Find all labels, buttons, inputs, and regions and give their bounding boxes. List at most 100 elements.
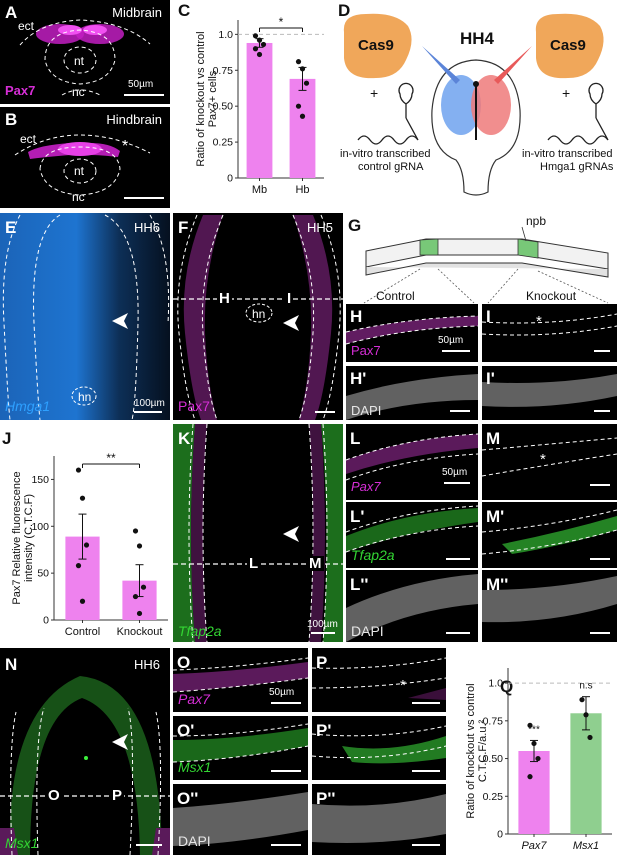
panel-m-star: * (540, 451, 546, 468)
c-x-tick-label: Mb (252, 184, 267, 196)
panel-i-image: I * (482, 304, 617, 362)
q-point-0-3 (527, 774, 533, 780)
panel-p-scale-bar (412, 702, 440, 704)
panel-a-ect: ect (18, 19, 35, 33)
c-point-0-2 (260, 41, 267, 48)
panel-k-image: K L M Tfap2a 100µm (173, 424, 343, 642)
panel-e-letter: E (5, 218, 17, 237)
j-point-0-3 (75, 563, 82, 569)
panel-l-letter: L (350, 429, 361, 448)
panel-o3-image: O'' DAPI (173, 784, 308, 855)
panel-a-drawing (19, 19, 151, 96)
panel-m3-letter: M'' (486, 575, 509, 594)
panel-h2-drawing (346, 374, 478, 420)
panel-b-image: B Hindbrain ect * nt nc (0, 107, 170, 208)
panel-m3-drawing (482, 576, 617, 623)
panel-l2-scale-bar (446, 558, 470, 560)
panel-o-marker: Pax7 (178, 691, 210, 707)
panel-f-stage: HH5 (306, 220, 333, 235)
q-x-tick-label: Msx1 (573, 840, 599, 852)
panel-k-drawing (173, 424, 343, 642)
j-point-0-1 (79, 495, 86, 501)
panel-p2-letter: P' (316, 721, 332, 740)
panel-a-marker: Pax7 (5, 83, 36, 98)
j-point-0-2 (83, 542, 90, 548)
c-y-tick-label: 0.75 (213, 65, 234, 77)
panel-l-scale-bar (444, 482, 470, 484)
panel-n-drawing (0, 676, 170, 855)
c-bar-1 (289, 78, 316, 178)
panel-e-hn: hn (78, 390, 92, 404)
panel-a-letter: A (5, 3, 18, 22)
panel-e-stage: HH6 (133, 220, 160, 235)
panel-o-scale-text: 50µm (269, 687, 295, 698)
panel-e-image: E HH6 hn Hmga1 100µm (0, 213, 170, 420)
panel-k-letter: K (178, 429, 191, 448)
panel-i-letter: I (486, 307, 491, 326)
panel-i-star: * (536, 313, 542, 330)
panel-l3-drawing (346, 574, 478, 642)
c-point-0-3 (252, 46, 259, 52)
panel-b-drawing (14, 134, 151, 196)
c-y-axis-label: Ratio of knockout vs control (195, 31, 207, 166)
j-y-tick-label: 150 (31, 474, 49, 486)
panel-m-letter: M (486, 429, 501, 448)
panel-d-cas9-right: Cas9 (550, 37, 586, 54)
q-y-axis-label: C.T.C.F/a.u.² (477, 719, 489, 782)
panel-k-marker: Tfap2a (178, 623, 222, 639)
panel-h-letter: H (350, 307, 363, 326)
panel-e-scale-text: 100µm (134, 398, 165, 409)
c-y-tick-label: 0 (227, 173, 233, 185)
panel-d: D Cas9 Cas9 + + HH4 in-vitro transcribed… (336, 0, 617, 210)
panel-g: G npb (346, 213, 617, 307)
panel-a-scale-text: 50µm (128, 79, 154, 90)
panel-m2-letter: M' (486, 507, 505, 526)
panel-o3-scale-bar (271, 844, 301, 846)
panel-g-drawing (363, 226, 609, 304)
panel-m-image: M * (482, 424, 617, 500)
panel-n-scale-bar (136, 844, 162, 846)
panel-n-image: N HH6 O P Msx1 (0, 648, 170, 855)
panel-d-cas9-left: Cas9 (358, 37, 394, 54)
panel-m-drawing (482, 437, 617, 477)
panel-i-scale-bar (594, 350, 610, 352)
panel-m2-image: M' (482, 502, 617, 568)
c-point-1-2 (303, 80, 310, 86)
panel-i2-drawing (482, 374, 617, 407)
q-y-tick-label: 0.75 (483, 715, 504, 727)
panel-l-drawing (346, 433, 478, 481)
j-y-tick-label: 50 (37, 568, 49, 580)
panel-o3-letter: O'' (177, 789, 199, 808)
c-point-1-1 (299, 66, 306, 72)
panel-g-letter: G (348, 216, 362, 235)
c-point-0-1 (256, 37, 263, 43)
panel-f-marker: Pax7 (178, 398, 210, 414)
panel-i-drawing (482, 313, 617, 336)
panel-b-letter: B (5, 110, 18, 129)
panel-o2-letter: O' (177, 721, 195, 740)
panel-g-control-header: Control (376, 289, 415, 303)
panel-o2-image: O' Msx1 (173, 716, 308, 780)
q-point-1-0 (579, 697, 585, 703)
q-y-tick-label: 0 (497, 829, 503, 841)
panel-p2-drawing (312, 725, 446, 764)
panel-o3-drawing (173, 792, 308, 846)
c-y-tick-label: 0.25 (213, 137, 234, 149)
q-point-0-1 (531, 740, 537, 747)
panel-h-drawing (346, 315, 478, 345)
c-significance-label: * (279, 15, 284, 29)
panel-d-caption-left-2: control gRNA (358, 161, 424, 173)
j-point-1-2 (140, 584, 147, 590)
panel-h2-image: H' DAPI (346, 366, 478, 420)
panel-p-image: P * (312, 648, 446, 712)
panel-g-knockout-header: Knockout (526, 289, 577, 303)
panel-i2-letter: I' (486, 369, 495, 388)
q-significance-label-0: *** (528, 724, 540, 735)
j-point-1-1 (136, 543, 143, 549)
j-y-axis-label: intensity (C.T.C.F) (23, 494, 35, 582)
panel-h-scale-bar (442, 350, 470, 352)
panel-c-letter: C (178, 1, 191, 20)
